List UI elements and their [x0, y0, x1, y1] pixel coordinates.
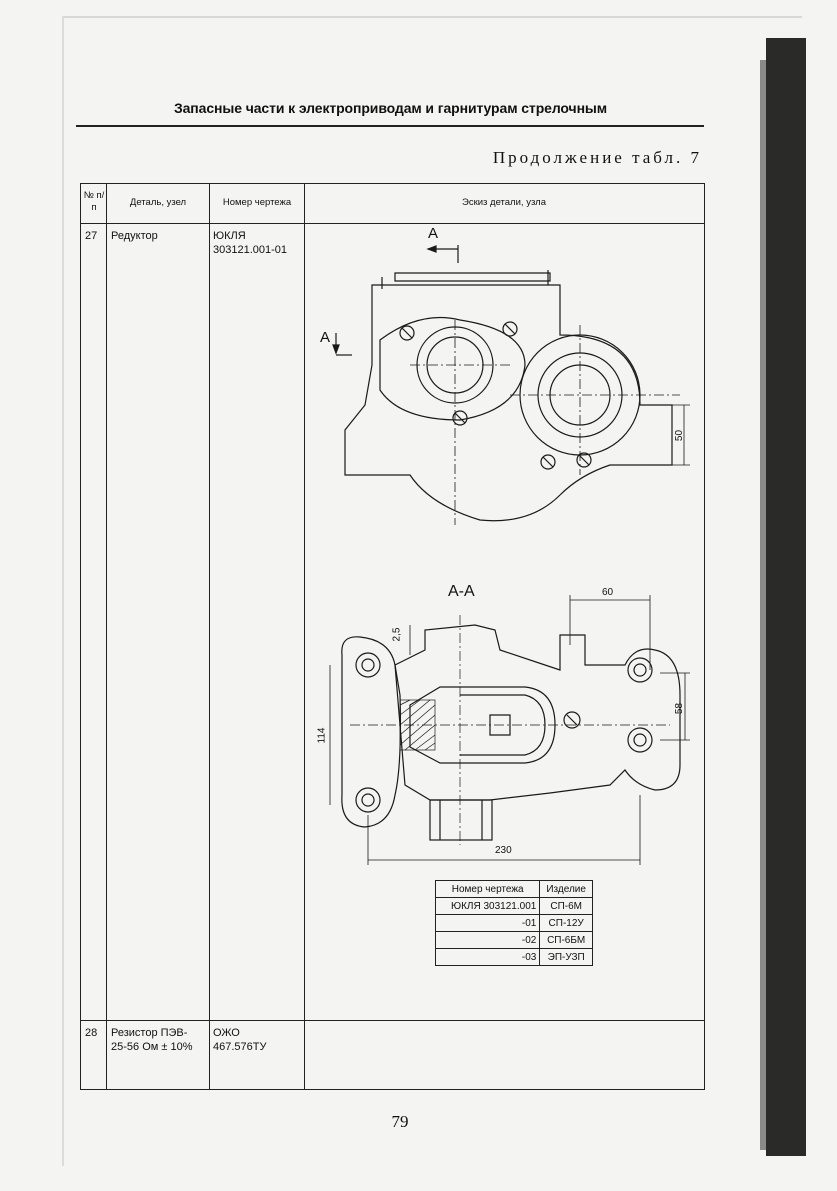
- table-row: -01 СП-12У: [434, 914, 593, 932]
- column-divider: [304, 184, 306, 1089]
- table-caption: Продолжение табл. 7: [492, 148, 702, 167]
- gearbox-sketch: А А А-А 50 60 2,5 58 114 230: [310, 225, 700, 985]
- row-27-part: Редуктор: [111, 230, 158, 242]
- variant-drawing: ЮКЛЯ 303121.001: [434, 897, 541, 915]
- section-label-top: А: [428, 225, 439, 242]
- header-row-divider: [81, 223, 704, 225]
- row-divider: [81, 1020, 704, 1022]
- dim-2-5: 2,5: [391, 627, 403, 642]
- variants-table: Номер чертежа Изделие ЮКЛЯ 303121.001 СП…: [434, 880, 593, 966]
- page-edge-left: [62, 16, 64, 1166]
- parts-table: № п/п Деталь, узел Номер чертежа Эскиз д…: [80, 183, 705, 1090]
- header-num: № п/п: [83, 190, 105, 213]
- row-28-num: 28: [85, 1027, 98, 1039]
- header-sketch: Эскиз детали, узла: [461, 197, 547, 208]
- header-rule: [76, 125, 704, 127]
- section-view-label: А-А: [448, 583, 475, 600]
- table-row: -02 СП-6БМ: [434, 931, 593, 949]
- variants-header-product: Изделие: [539, 880, 593, 898]
- scan-binding-band: [766, 38, 806, 1156]
- gearbox-section-view: [329, 595, 690, 865]
- scan-shadow: [760, 60, 768, 1150]
- row-28-drawing-2: 467.576ТУ: [213, 1041, 267, 1053]
- variant-product: ЭП-УЗП: [539, 948, 593, 966]
- dim-114: 114: [316, 727, 328, 744]
- header-drawing-number: Номер чертежа: [222, 197, 292, 208]
- running-header: Запасные части к электроприводам и гарни…: [173, 100, 608, 116]
- variant-product: СП-6М: [539, 897, 593, 915]
- row-27-drawing-2: 303121.001-01: [213, 244, 288, 256]
- row-27-num: 27: [85, 230, 98, 242]
- dim-230: 230: [495, 845, 512, 856]
- variant-drawing: -03: [434, 948, 541, 966]
- dim-50: 50: [674, 429, 686, 442]
- column-divider: [209, 184, 211, 1089]
- variant-product: СП-6БМ: [539, 931, 593, 949]
- gearbox-drawing: [329, 245, 690, 865]
- table-row: -03 ЭП-УЗП: [434, 948, 593, 966]
- variant-product: СП-12У: [539, 914, 593, 932]
- row-28-drawing-1: ОЖО: [213, 1027, 240, 1039]
- section-label-side: А: [320, 329, 331, 346]
- variants-header-drawing: Номер чертежа: [434, 880, 541, 898]
- variant-drawing: -02: [434, 931, 541, 949]
- page-edge: [62, 16, 802, 18]
- gearbox-front-view: [332, 245, 690, 525]
- dim-58: 58: [674, 702, 686, 715]
- table-row: ЮКЛЯ 303121.001 СП-6М: [434, 897, 593, 915]
- row-28-part-2: 25-56 Ом ± 10%: [111, 1041, 193, 1053]
- dim-60: 60: [602, 587, 614, 598]
- variant-drawing: -01: [434, 914, 541, 932]
- column-divider: [106, 184, 108, 1089]
- header-part: Деталь, узел: [129, 197, 187, 208]
- row-28-part-1: Резистор ПЭВ-: [111, 1027, 188, 1039]
- page-number: 79: [391, 1112, 409, 1131]
- row-27-drawing-1: ЮКЛЯ: [213, 230, 246, 242]
